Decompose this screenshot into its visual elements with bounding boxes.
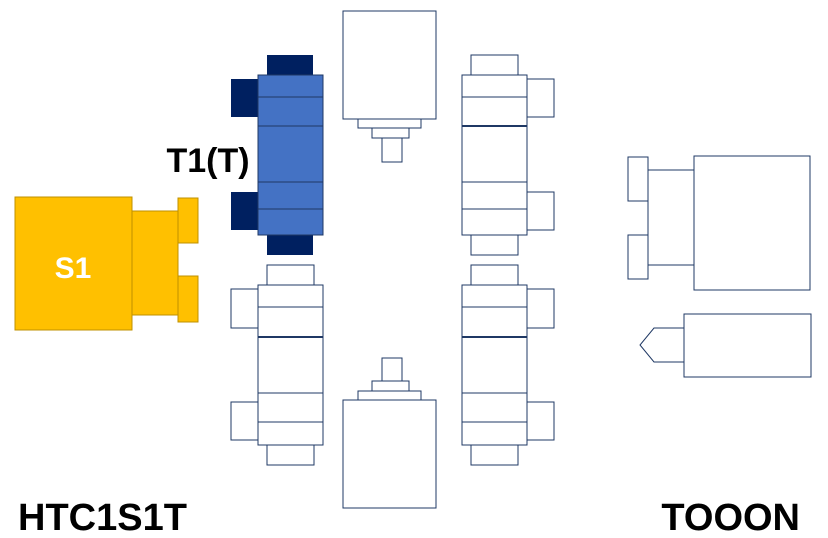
tool-holder-icon	[342, 357, 437, 509]
turret-outline-icon	[461, 54, 555, 256]
turret-outline-icon	[230, 264, 324, 466]
machine-code-label: HTC1S1T	[18, 497, 187, 538]
tailstock-icon	[639, 313, 812, 378]
spindle-label: S1	[55, 252, 92, 285]
right-code-label: TOOON	[661, 497, 800, 538]
spindle-outline-icon	[627, 155, 811, 291]
turret-outline-icon	[461, 264, 555, 466]
turret-icon	[231, 55, 324, 255]
tool-holder-icon	[342, 10, 437, 163]
turret-label: T1(T)	[166, 142, 249, 180]
spindle-icon	[14, 196, 199, 331]
